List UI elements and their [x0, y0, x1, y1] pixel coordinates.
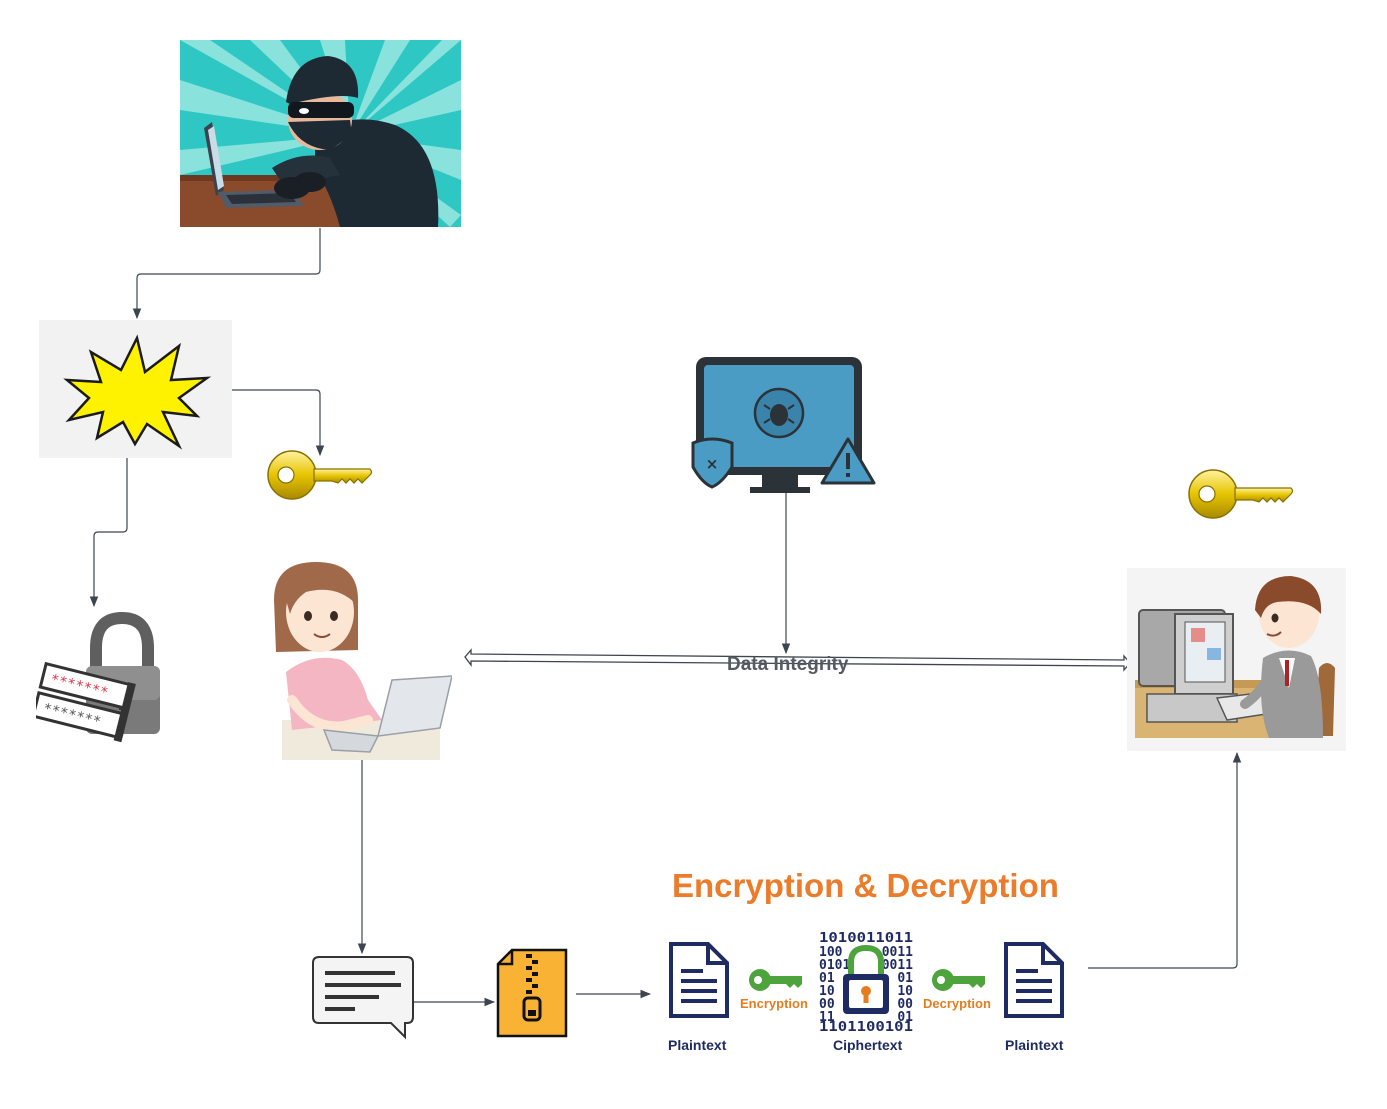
plaintext-left-label: Plaintext: [668, 1037, 727, 1053]
ciphertext-label: Ciphertext: [833, 1037, 903, 1053]
cipher-bits-row: 10: [819, 984, 835, 999]
cipher-bits-row: 01: [819, 971, 835, 986]
plaintext-document-icon: [1003, 941, 1065, 1019]
cipher-bits-row: 00: [897, 997, 913, 1012]
cipher-bits-row: 10: [897, 984, 913, 999]
decryption-label: Decryption: [923, 996, 991, 1011]
cipher-bits-row: 0011: [882, 958, 913, 973]
cipher-bits-row: 1101100101: [819, 1020, 913, 1034]
key-icon: [266, 447, 374, 503]
cipher-bits-row: 00: [819, 997, 835, 1012]
plaintext-to-receiver-line: [1088, 751, 1242, 969]
cipher-bits-row: 01: [897, 971, 913, 986]
explosion-to-key-line: [232, 389, 325, 457]
encryption-decryption-title: Encryption & Decryption: [672, 867, 1059, 904]
data-integrity-label: Data Integrity: [727, 654, 849, 675]
padlock-password-icon: ******* *******: [31, 611, 162, 762]
cipher-bits-row: 0011: [882, 945, 913, 960]
monitor-malware-icon: ×: [690, 355, 876, 497]
plaintext-right-label: Plaintext: [1005, 1037, 1064, 1053]
cipher-bits-row: 100: [819, 945, 843, 960]
woman-laptop-illustration: [272, 560, 453, 760]
plaintext-document-icon: [668, 941, 730, 1019]
cipher-bits-row: 0101: [819, 958, 850, 973]
hacker-illustration: [180, 40, 461, 227]
message-icon: [311, 955, 415, 1041]
cipher-bits-row: 01: [897, 1010, 913, 1025]
key-icon: [1187, 466, 1295, 522]
cipher-bits-row: 11: [819, 1010, 835, 1025]
explosion-to-lock-line: [89, 458, 128, 608]
svg-text:×: ×: [706, 455, 719, 473]
hacker-to-explosion-line: [132, 228, 321, 320]
green-key-icon: [931, 966, 987, 994]
cipher-bits-row: 1010011011: [819, 931, 913, 946]
data-integrity-arrow: [464, 648, 1131, 672]
zip-file-icon: [496, 948, 568, 1038]
encryption-label: Encryption: [740, 996, 808, 1011]
man-computer-illustration: [1127, 568, 1346, 751]
green-key-icon: [748, 966, 804, 994]
explosion-icon: [39, 320, 232, 458]
